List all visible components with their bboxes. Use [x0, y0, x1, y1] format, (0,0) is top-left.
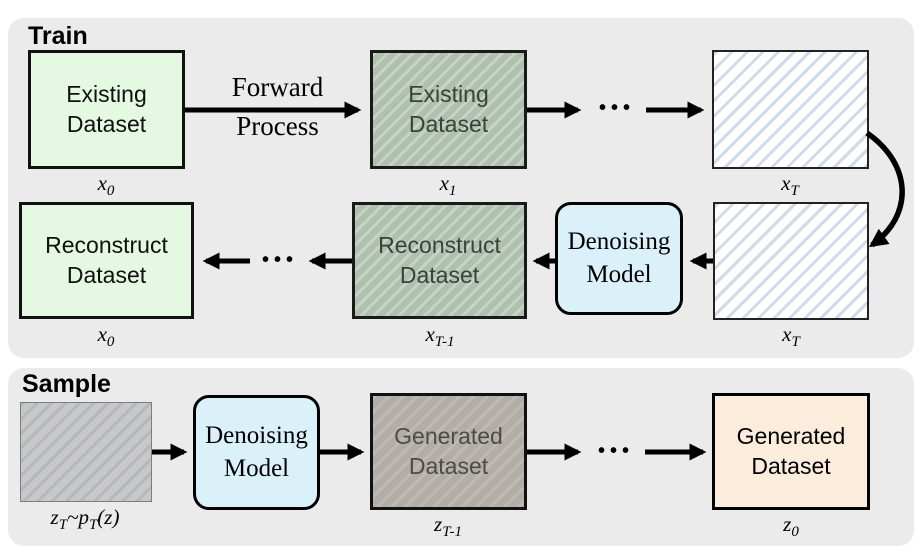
z0-base: z [783, 512, 792, 536]
train-noise-xT-box [712, 50, 869, 169]
xT-base-2: x [782, 322, 792, 346]
train-existing-dataset-x0-box: Existing Dataset [28, 50, 185, 169]
train-title: Train [28, 22, 88, 50]
z0-tag: z0 [751, 512, 831, 541]
train-noise-xT-box-2 [713, 202, 869, 320]
sample-denoising-model-box: Denoising Model [193, 395, 320, 510]
ellipsis-train-row2: ••• [261, 249, 298, 271]
train-reconstruct-dataset-xT1-box: Reconstruct Dataset [352, 202, 527, 319]
x0-base: x [97, 171, 107, 195]
xT-sub-2: T [791, 334, 800, 351]
zT-base: z [50, 505, 59, 529]
ellipsis-sample-row: ••• [597, 440, 634, 462]
forward-process-label: Forward Process [200, 74, 355, 140]
zT-prior-tag: zT~pT(z) [15, 505, 155, 534]
sample-title: Sample [22, 370, 111, 398]
zT1-sub: T-1 [442, 524, 462, 541]
zT-p: p [78, 505, 89, 529]
xT-tag-2: xT [751, 322, 831, 351]
train-reconstruct-dataset-x0-box: Reconstruct Dataset [19, 202, 194, 319]
sample-generated-dataset-zT1-box: Generated Dataset [370, 393, 527, 510]
x0-base-2: x [97, 322, 107, 346]
train-existing-dataset-x1-box: Existing Dataset [370, 50, 527, 169]
x0-tag: x0 [66, 171, 146, 200]
x1-base: x [439, 171, 449, 195]
xT-sub: T [790, 183, 799, 200]
zT-paren: (z) [97, 505, 120, 529]
xT-base: x [781, 171, 791, 195]
zT-sub: T [58, 517, 68, 534]
xT1-sub: T-1 [434, 334, 455, 351]
zT1-tag: zT-1 [408, 512, 488, 541]
x1-tag: x1 [408, 171, 488, 200]
xT1-base: x [425, 322, 435, 346]
zT-tilde: ~ [67, 505, 79, 529]
xT-tag: xT [750, 171, 830, 200]
x0-tag-2: x0 [66, 322, 146, 351]
ellipsis-train-row1: ••• [598, 97, 635, 119]
z0-sub: 0 [791, 524, 799, 541]
sample-noise-zT-box [20, 402, 152, 502]
zT-p-sub: T [88, 517, 98, 534]
x0-sub-2: 0 [106, 334, 115, 351]
sample-generated-dataset-z0-box: Generated Dataset [712, 393, 870, 510]
x0-sub: 0 [106, 183, 115, 200]
train-denoising-model-box: Denoising Model [555, 202, 683, 315]
xT1-tag: xT-1 [400, 322, 480, 351]
zT1-base: z [434, 512, 443, 536]
forward-process-line1: Forward [231, 72, 324, 102]
forward-process-line2: Process [236, 111, 319, 141]
x1-sub: 1 [448, 183, 457, 200]
